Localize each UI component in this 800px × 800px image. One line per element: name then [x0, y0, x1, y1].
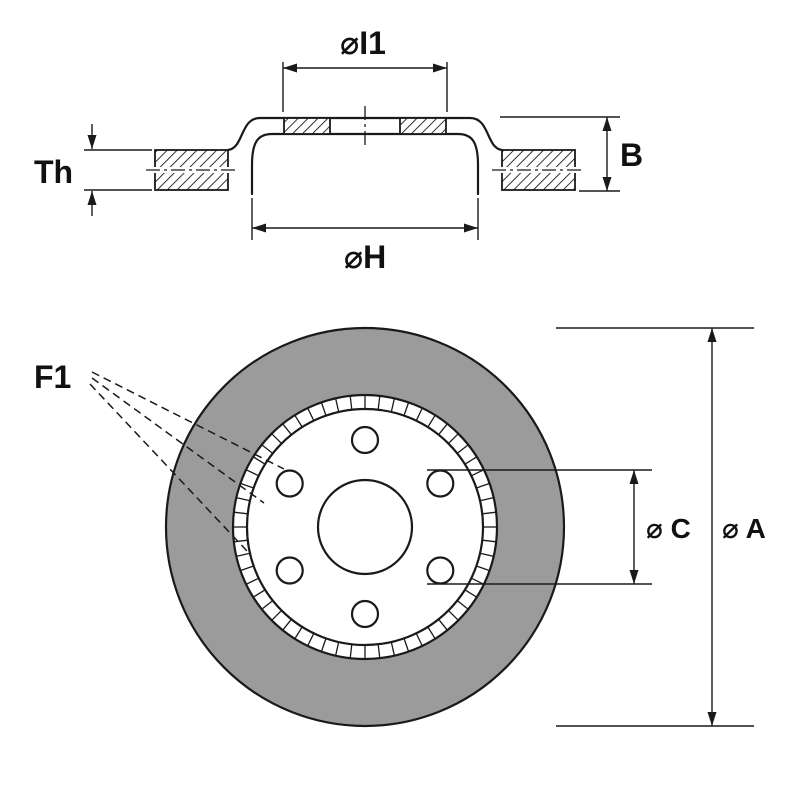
dimension-c: ⌀ C: [427, 469, 691, 585]
bolt-holes: [275, 425, 455, 629]
tick-mark: [261, 444, 274, 454]
tick-mark: [438, 618, 448, 631]
tick-mark: [245, 577, 259, 585]
tick-mark: [233, 511, 248, 515]
front-view: F1 ⌀ C ⌀ A: [34, 326, 766, 728]
tick-mark: [403, 402, 410, 416]
tick-mark: [447, 609, 459, 621]
tick-mark: [320, 638, 327, 652]
bolt-hole: [350, 425, 380, 455]
tick-mark: [236, 552, 251, 558]
bolt-hole-section-right: [399, 117, 447, 135]
dim-label-c: ⌀ C: [646, 513, 691, 544]
tick-mark: [271, 433, 283, 445]
tick-mark: [415, 633, 423, 647]
bolt-hole-section-left: [283, 117, 331, 135]
tick-mark: [240, 565, 254, 572]
tick-ring-ticks: [233, 395, 497, 659]
tick-mark: [282, 618, 292, 631]
dimension-a: ⌀ A: [556, 327, 766, 727]
bolt-hole: [426, 469, 455, 498]
tick-mark: [464, 456, 478, 465]
tick-mark: [282, 423, 292, 436]
tick-mark: [476, 565, 490, 572]
dim-label-f1: F1: [34, 359, 71, 395]
dimension-b: B: [500, 116, 643, 192]
tick-mark: [271, 609, 283, 621]
tick-mark: [240, 482, 254, 489]
tick-mark: [464, 589, 478, 598]
dim-label-a: ⌀ A: [722, 513, 766, 544]
f1-leader-line: [91, 377, 265, 504]
tick-mark: [377, 395, 381, 410]
dim-label-b: B: [620, 137, 643, 173]
tick-mark: [427, 414, 436, 428]
dim-label-i1: ⌀I1: [340, 25, 386, 61]
tick-mark: [320, 402, 327, 416]
dimension-th: Th: [34, 124, 152, 216]
dimension-h: ⌀H: [251, 198, 479, 275]
center-bore-circle: [316, 478, 414, 576]
dimension-i1: ⌀I1: [282, 25, 448, 112]
tick-mark: [349, 644, 353, 659]
tick-mark: [334, 641, 340, 656]
tick-mark: [482, 511, 497, 515]
tick-mark: [403, 638, 410, 652]
dim-label-h: ⌀H: [344, 239, 386, 275]
tick-mark: [456, 600, 469, 610]
tick-mark: [479, 496, 494, 502]
tick-mark: [307, 407, 315, 421]
tick-mark: [476, 482, 490, 489]
cross-section-view: ⌀I1 Th B ⌀H: [34, 25, 643, 275]
tick-mark: [294, 414, 303, 428]
bolt-hole: [275, 469, 304, 498]
bolt-hole: [426, 556, 455, 585]
tick-mark: [252, 456, 266, 465]
tick-mark: [334, 398, 340, 413]
bolt-hole: [350, 599, 380, 629]
tick-mark: [427, 626, 436, 640]
tick-mark: [349, 395, 353, 410]
tick-mark: [415, 407, 423, 421]
tick-mark: [307, 633, 315, 647]
tick-mark: [447, 433, 459, 445]
tick-mark: [482, 539, 497, 543]
friction-ring-right-gap: [498, 167, 579, 173]
tick-mark: [252, 589, 266, 598]
tick-mark: [233, 539, 248, 543]
f1-leader-lines: F1: [34, 359, 285, 552]
tick-mark: [471, 469, 485, 477]
tick-mark: [390, 641, 396, 656]
tick-mark: [479, 552, 494, 558]
tick-mark: [438, 423, 448, 436]
tick-mark: [390, 398, 396, 413]
f1-leader-line: [91, 371, 285, 470]
tick-mark: [471, 577, 485, 585]
tick-mark: [261, 600, 274, 610]
tick-mark: [377, 644, 381, 659]
tick-mark: [245, 469, 259, 477]
tick-mark: [236, 496, 251, 502]
tick-mark: [294, 626, 303, 640]
tick-mark: [456, 444, 469, 454]
dim-label-th: Th: [34, 154, 73, 190]
bolt-hole: [275, 556, 304, 585]
